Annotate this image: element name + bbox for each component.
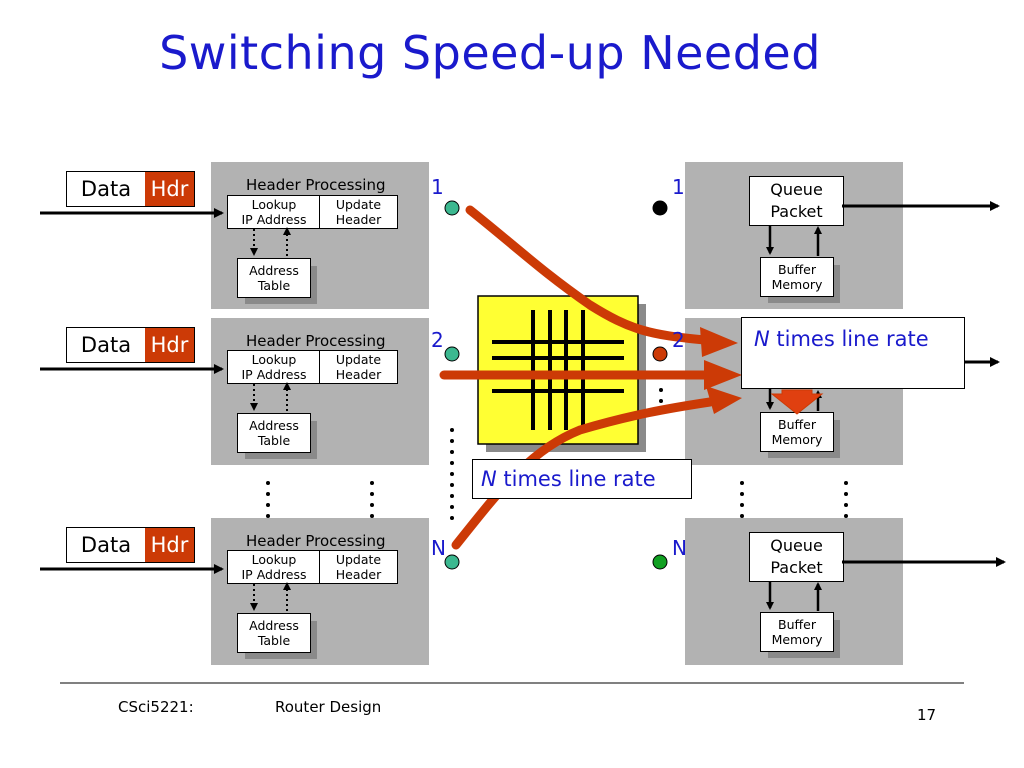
ellipsis-dots xyxy=(266,388,848,520)
lookup-ip-box: Lookup IP Address xyxy=(227,550,321,584)
packet-hdr-label: Hdr xyxy=(145,528,194,562)
buffer-memory-box: Buffer Memory xyxy=(760,612,834,652)
output-port-dot-2 xyxy=(652,346,668,362)
output-rate-text: times line rate xyxy=(776,327,929,351)
queue-packet-box: Queue Packet xyxy=(749,532,844,582)
header-processing-label: Header Processing xyxy=(246,332,386,350)
queue-packet-box: Queue Packet xyxy=(749,176,844,226)
dotted-arrows-input xyxy=(250,227,291,611)
input-port-dot-1 xyxy=(444,200,460,216)
packet-n: Data Hdr xyxy=(66,527,195,563)
packet-hdr-label: Hdr xyxy=(145,172,194,206)
slide-title: Switching Speed-up Needed xyxy=(159,26,821,80)
footer-course: CSci5221: xyxy=(118,698,194,716)
lookup-ip-box: Lookup IP Address xyxy=(227,350,321,384)
input-port-dot-2 xyxy=(444,346,460,362)
packet-data-label: Data xyxy=(80,177,132,201)
address-table-box: Address Table xyxy=(237,613,311,653)
header-processing-label: Header Processing xyxy=(246,532,386,550)
output-rate-callout: N times line rate xyxy=(741,317,965,389)
header-processing-label: Header Processing xyxy=(246,176,386,194)
output-port-dot-1 xyxy=(652,200,668,216)
update-header-box: Update Header xyxy=(319,550,398,584)
packet-hdr-label: Hdr xyxy=(145,328,194,362)
buffer-memory-box: Buffer Memory xyxy=(760,412,834,452)
traffic-arrows xyxy=(439,205,715,550)
output-port-label-2: 2 xyxy=(672,328,685,352)
address-table-box: Address Table xyxy=(237,413,311,453)
packet-data-label: Data xyxy=(80,333,132,357)
overflow-arrow-icon xyxy=(770,389,824,415)
buffer-memory-box: Buffer Memory xyxy=(760,257,834,297)
packet-data-label: Data xyxy=(80,533,132,557)
fabric-rate-n: N xyxy=(481,467,497,491)
input-port-dot-n xyxy=(444,554,460,570)
input-port-label-1: 1 xyxy=(431,175,444,199)
packet-2: Data Hdr xyxy=(66,327,195,363)
fabric-rate-text: times line rate xyxy=(503,467,656,491)
traffic-arrowheads xyxy=(700,327,742,414)
update-header-box: Update Header xyxy=(319,350,398,384)
page-number: 17 xyxy=(917,706,937,724)
fabric-rate-callout: N times line rate xyxy=(472,459,692,499)
input-port-label-2: 2 xyxy=(431,328,444,352)
output-port-label-n: N xyxy=(672,536,687,560)
footer-topic: Router Design xyxy=(275,698,382,716)
output-rate-n: N xyxy=(754,327,770,351)
packet-1: Data Hdr xyxy=(66,171,195,207)
output-port-label-1: 1 xyxy=(672,175,685,199)
update-header-box: Update Header xyxy=(319,195,398,229)
queue-buffer-arrows xyxy=(766,226,822,611)
output-port-dot-n xyxy=(652,554,668,570)
input-port-label-n: N xyxy=(431,536,446,560)
address-table-box: Address Table xyxy=(237,258,311,298)
